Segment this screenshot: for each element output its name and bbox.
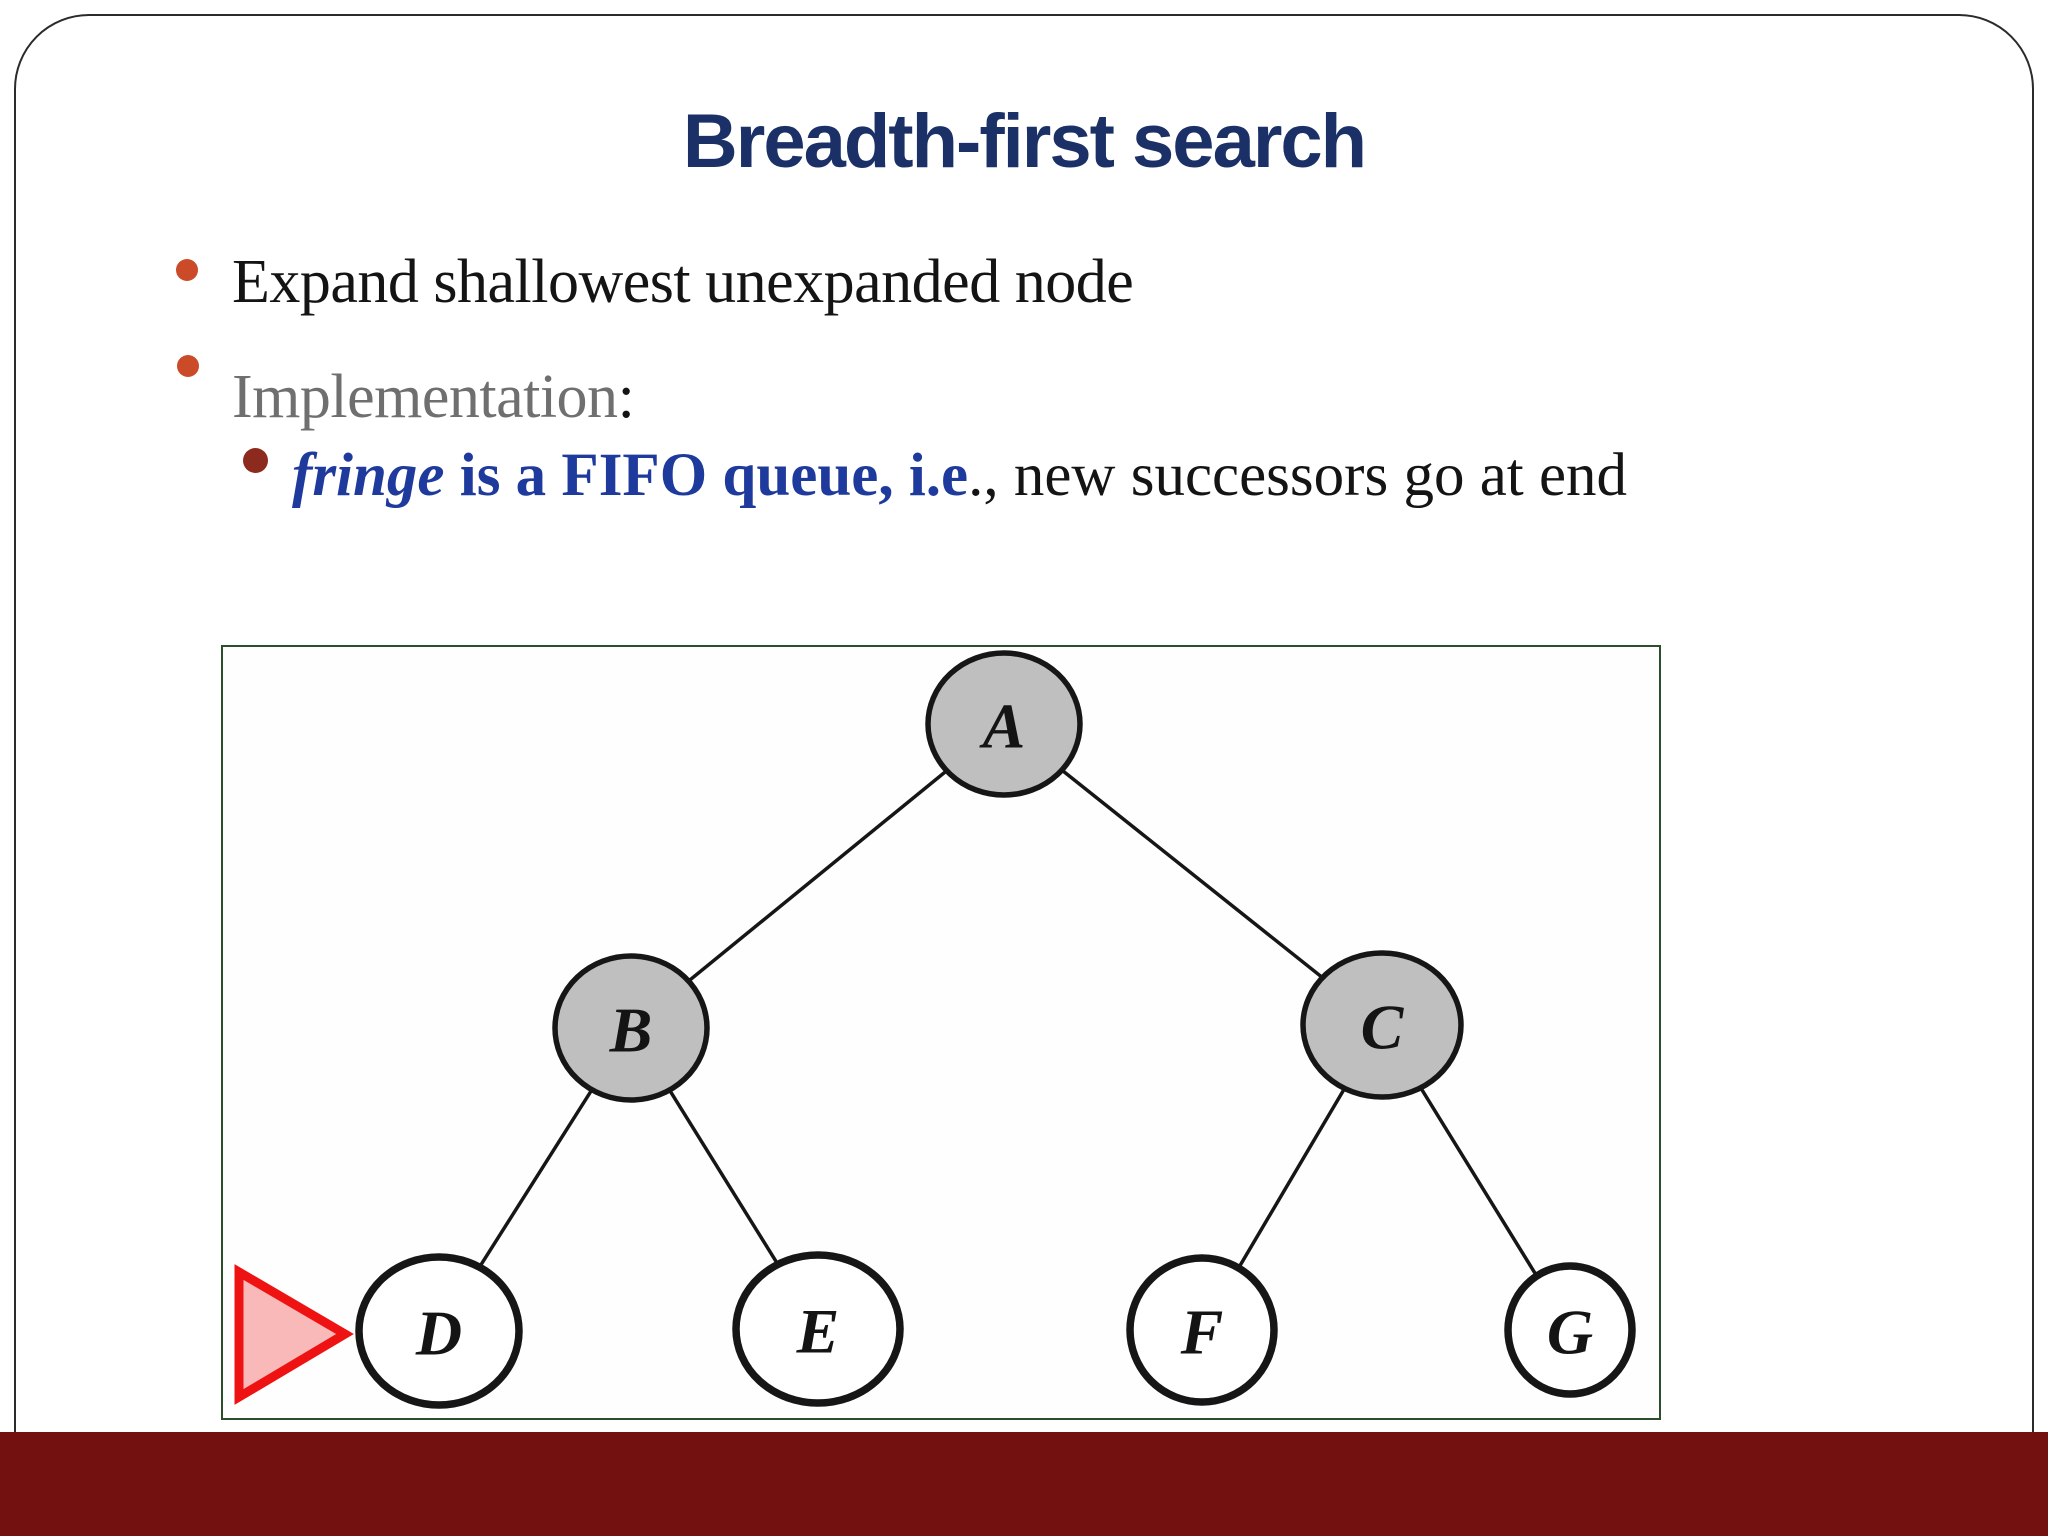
bullet-text-colon: : <box>617 363 635 431</box>
search-tree-svg: A B C D E F G <box>234 650 1636 1409</box>
tree-edge-A-B <box>629 722 1006 1030</box>
bullet-item-expand: Expand shallowest unexpanded node <box>232 248 1134 316</box>
tree-node-circle <box>925 650 1083 798</box>
tree-node-label: D <box>415 1298 462 1369</box>
bullet-icon <box>177 355 199 377</box>
tree-node-circle <box>1300 950 1464 1100</box>
tree-node-D: D <box>355 1253 523 1409</box>
tree-node-circle <box>552 953 710 1103</box>
tree-node-F: F <box>1126 1254 1278 1406</box>
tree-node-label: A <box>979 691 1026 762</box>
tree-node-label: B <box>609 995 653 1066</box>
tree-node-label: C <box>1361 992 1405 1063</box>
bullet-text: Expand shallowest unexpanded node <box>232 248 1134 316</box>
sub-bullet-item-fringe: fringe is a FIFO queue, i.e., new succes… <box>292 442 1627 509</box>
tree-node-A: A <box>925 650 1083 798</box>
tree-node-circle <box>732 1251 904 1407</box>
tree-node-circle <box>355 1253 523 1409</box>
sub-bullet-icon <box>243 448 268 473</box>
tree-node-C: C <box>1300 950 1464 1100</box>
bullet-text: Implementation <box>232 363 618 431</box>
current-node-pointer-icon <box>234 1264 354 1405</box>
bottom-accent-bar <box>0 1432 2048 1536</box>
successors-text: ., new successors go at end <box>968 442 1628 509</box>
fringe-term: fringe <box>292 442 445 509</box>
bullet-item-implementation: Implementation: <box>232 363 635 431</box>
tree-node-circle <box>1504 1262 1636 1398</box>
tree-edge-A-C <box>1002 722 1384 1027</box>
fifo-queue-text: is a FIFO queue, i.e <box>444 442 969 509</box>
search-tree-figure: A B C D E F G <box>221 645 1661 1420</box>
tree-node-G: G <box>1504 1262 1636 1398</box>
page-title: Breadth-first search <box>682 99 1367 184</box>
bullet-icon <box>176 259 198 281</box>
tree-node-label: F <box>1180 1297 1224 1368</box>
tree-node-B: B <box>552 953 710 1103</box>
tree-node-label: E <box>796 1296 840 1367</box>
tree-node-E: E <box>732 1251 904 1407</box>
tree-node-label: G <box>1547 1297 1593 1368</box>
tree-node-circle <box>1126 1254 1278 1406</box>
